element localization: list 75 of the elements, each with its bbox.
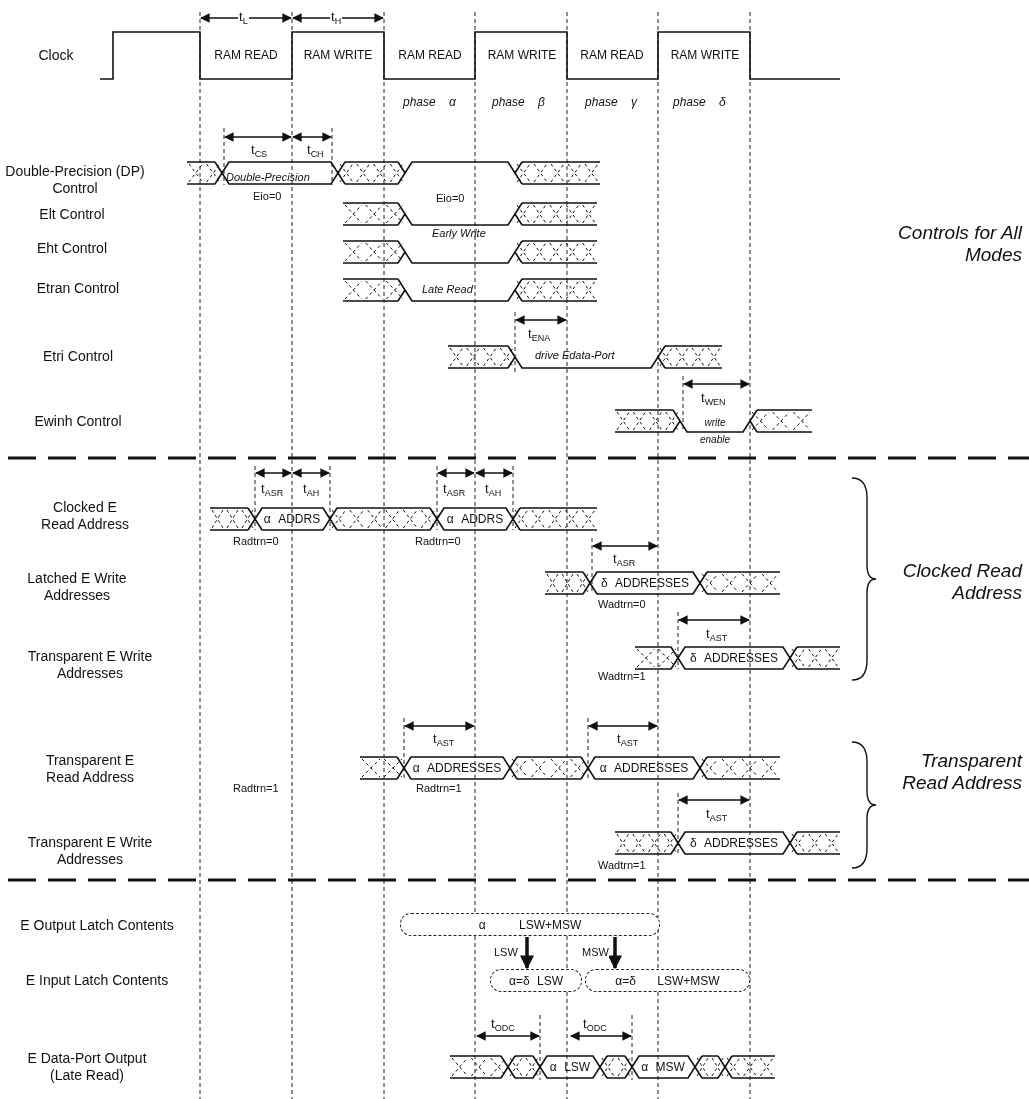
signal-condition: Radtrn=0 <box>415 535 461 547</box>
phase-label: RAM READ <box>213 48 279 62</box>
timing-parameter: t$_{ASR}$ <box>612 551 637 568</box>
phase-label: RAM READ <box>397 48 463 62</box>
signal-condition: Eio=0 <box>253 190 282 202</box>
bus-value-label: α ADDRESSES <box>598 761 690 775</box>
timing-parameter: t$_{ASR}$ <box>260 481 285 498</box>
timing-parameter: t$_{CS}$ <box>250 142 269 159</box>
signal-name: Ewinh Control <box>33 413 123 430</box>
signal-name: Latched E Write Addresses <box>26 570 128 604</box>
edge-label: MSW <box>582 945 609 958</box>
signal-state-label: Early Write <box>432 227 486 239</box>
arrow <box>608 937 622 970</box>
signal-name: Eht Control <box>35 240 108 257</box>
phase-label: phase δ <box>673 95 726 109</box>
signal-name: Double-Precision (DP) Control <box>5 163 145 197</box>
signal-condition: Radtrn=0 <box>233 535 279 547</box>
signal-state-label: Late Read <box>422 283 473 295</box>
signal-condition: Radtrn=1 <box>416 782 462 794</box>
signal-name: Transparent E Read Address <box>44 752 136 786</box>
group-label: Transparent Read Address <box>901 750 1022 794</box>
group-label: Clocked Read Address <box>901 560 1022 604</box>
latch-contents-box: α=δ LSW+MSW <box>585 969 750 992</box>
timing-parameter: t$_{WEN}$ <box>700 390 727 407</box>
edge-label: LSW <box>494 945 518 958</box>
timing-parameter: t$_{CH}$ <box>306 142 325 159</box>
phase-label: phase γ <box>585 95 638 109</box>
signal-name: E Output Latch Contents <box>19 917 175 934</box>
signal-name: Etri Control <box>42 348 114 365</box>
phase-label: RAM READ <box>579 48 645 62</box>
timing-parameter: t$_{L}$ <box>238 9 249 26</box>
phase-label: RAM WRITE <box>486 48 558 62</box>
signal-state-label: drive Edata-Port <box>535 349 615 361</box>
signal-condition: Wadtrn=1 <box>598 670 646 682</box>
bus-value-label: α LSW <box>548 1060 592 1074</box>
timing-parameter: t$_{AH}$ <box>484 481 503 498</box>
signal-condition: Radtrn=1 <box>233 782 279 794</box>
timing-parameter: t$_{AH}$ <box>302 481 321 498</box>
bus-value-label: δ ADDRESSES <box>688 651 779 665</box>
bus-value-label: δ ADDRESSES <box>688 836 779 850</box>
phase-label: phase α <box>403 95 456 109</box>
signal-condition: Wadtrn=1 <box>598 859 646 871</box>
timing-parameter: t$_{ENA}$ <box>527 326 552 343</box>
signal-state-label: write enable <box>699 416 731 447</box>
timing-parameter: t$_{ODC}$ <box>582 1016 608 1033</box>
bus-value-label: α ADDRESSES <box>411 761 503 775</box>
bus-value-label: δ ADDRESSES <box>599 576 690 590</box>
timing-parameter: t$_{H}$ <box>330 9 343 26</box>
signal-name: Elt Control <box>38 206 106 223</box>
signal-name: Etran Control <box>35 280 121 297</box>
signal-name: Clock <box>37 47 75 64</box>
signal-name: Clocked E Read Address <box>40 499 130 533</box>
timing-parameter: t$_{ODC}$ <box>490 1016 516 1033</box>
latch-contents-box: α=δ LSW <box>490 969 582 992</box>
timing-parameter: t$_{AST}$ <box>705 806 729 823</box>
timing-parameter: t$_{AST}$ <box>705 626 729 643</box>
signal-condition: Wadtrn=0 <box>598 598 646 610</box>
signal-condition: Eio=0 <box>436 192 465 204</box>
timing-parameter: t$_{AST}$ <box>616 731 640 748</box>
signal-state-label: Double-Precision <box>226 171 310 183</box>
phase-label: RAM WRITE <box>669 48 741 62</box>
arrow <box>520 937 534 970</box>
timing-parameter: t$_{AST}$ <box>432 731 456 748</box>
bus-value-label: α MSW <box>640 1060 686 1074</box>
latch-contents-box: α LSW+MSW <box>400 913 660 936</box>
signal-name: Transparent E Write Addresses <box>27 648 153 682</box>
signal-name: E Input Latch Contents <box>24 972 170 989</box>
signal-name: E Data-Port Output (Late Read) <box>26 1050 148 1084</box>
phase-label: phase β <box>492 95 545 109</box>
phase-label: RAM WRITE <box>302 48 374 62</box>
timing-parameter: t$_{ASR}$ <box>442 481 467 498</box>
bus-value-label: α ADDRS <box>445 512 505 526</box>
bus-value-label: α ADDRS <box>262 512 322 526</box>
signal-name: Transparent E Write Addresses <box>27 834 153 868</box>
group-label: Controls for All Modes <box>897 222 1022 266</box>
